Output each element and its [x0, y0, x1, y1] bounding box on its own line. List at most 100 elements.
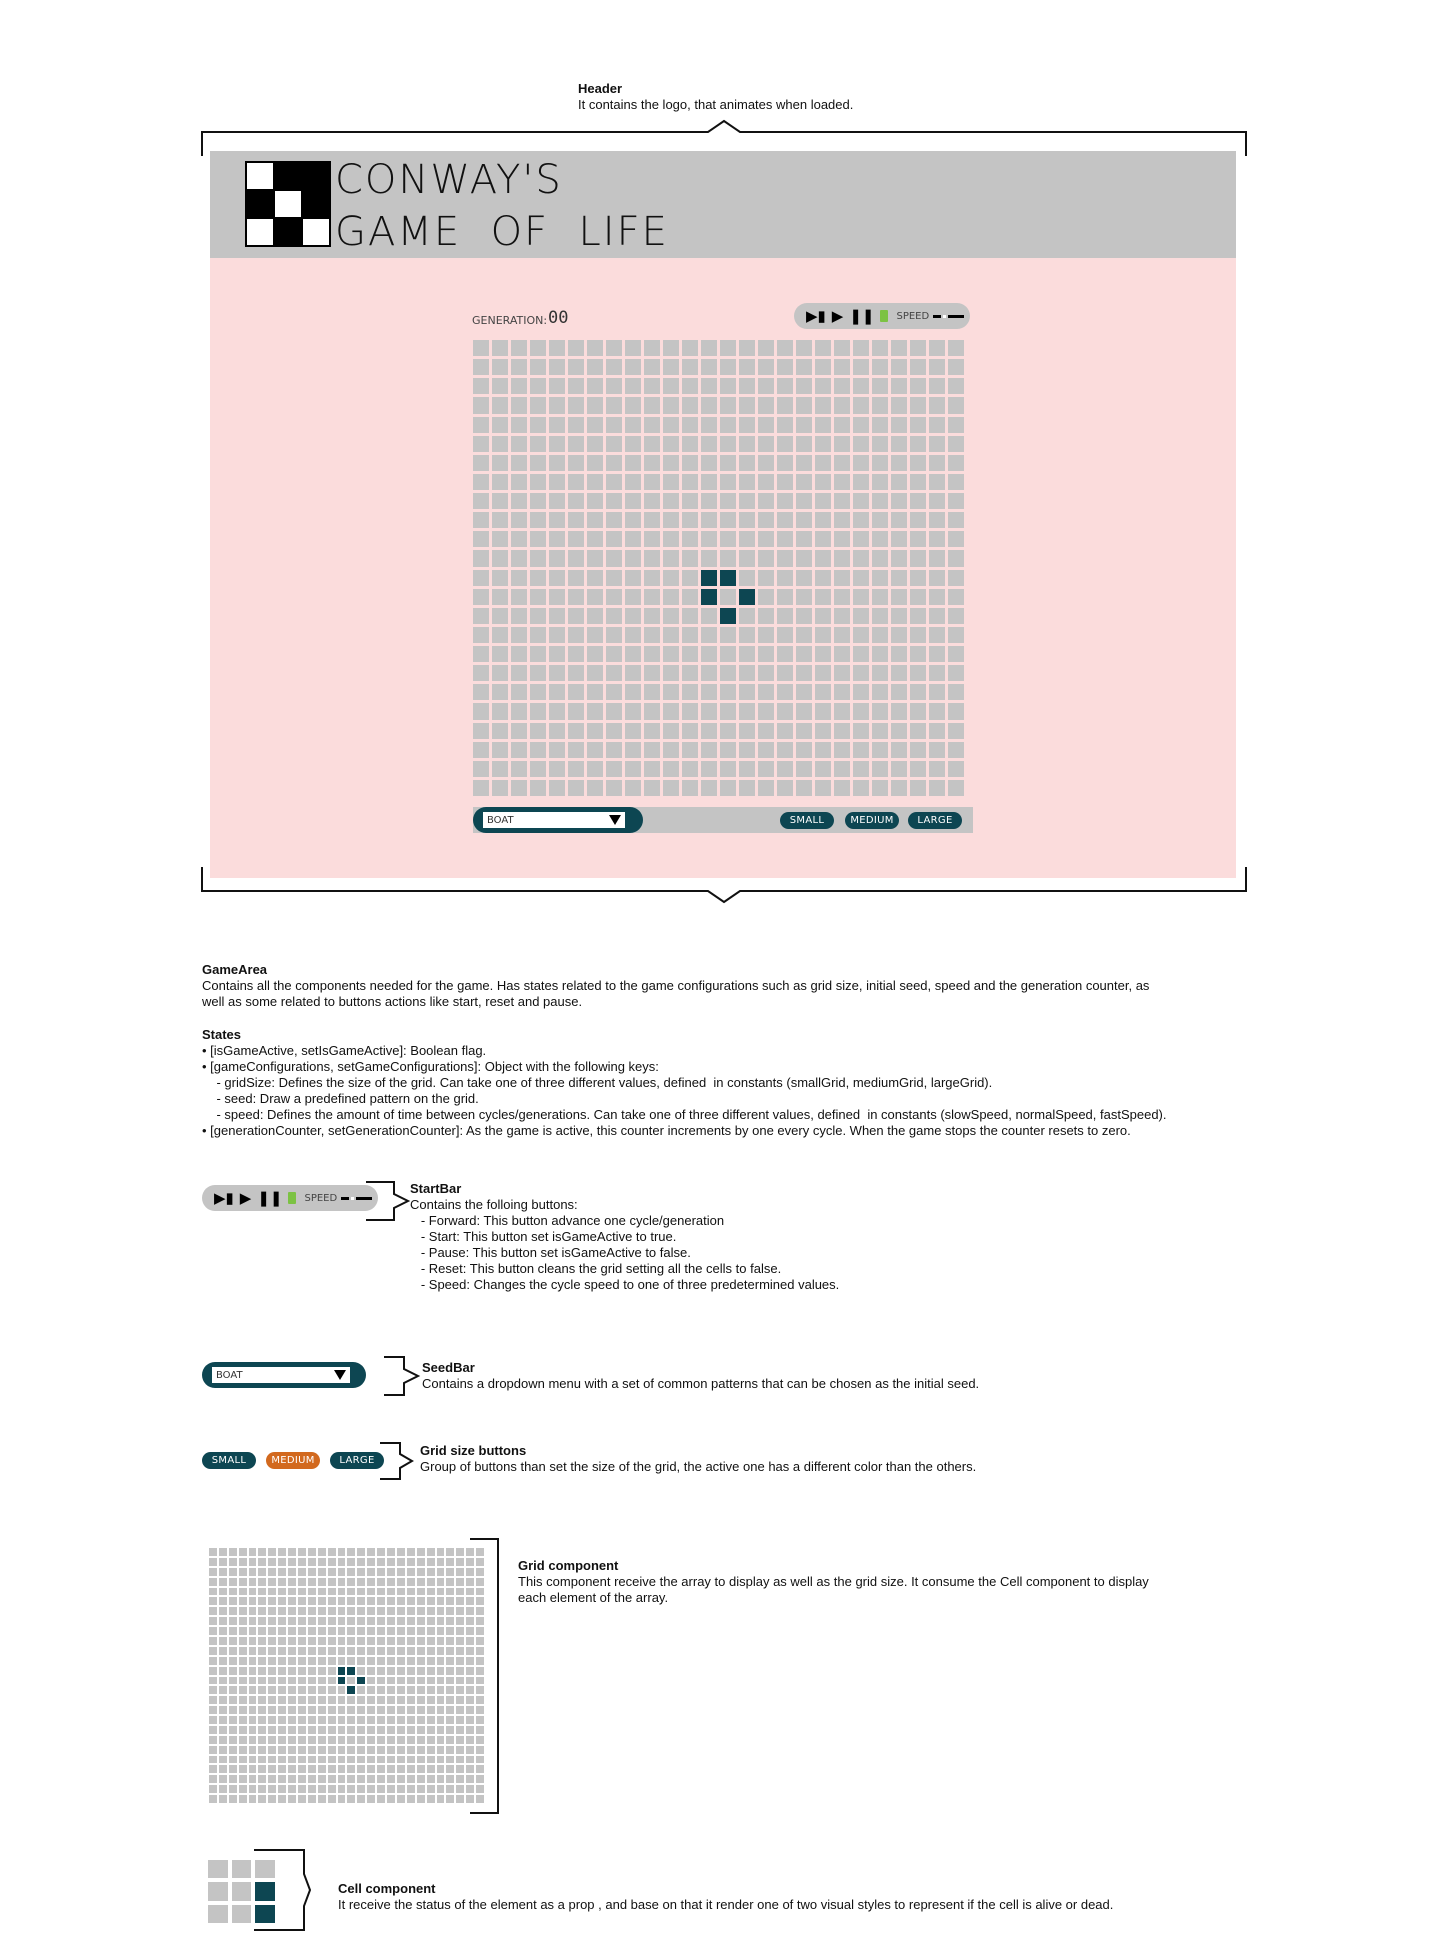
cell-dead[interactable]: [416, 1716, 425, 1724]
cell-dead[interactable]: [228, 1557, 237, 1566]
cell-dead[interactable]: [396, 1745, 405, 1754]
cell-dead[interactable]: [948, 397, 964, 414]
cell-dead[interactable]: [317, 1646, 326, 1655]
cell-dead[interactable]: [853, 359, 869, 376]
cell-dead[interactable]: [891, 703, 907, 720]
cell-dead[interactable]: [663, 473, 679, 490]
cell-dead[interactable]: [701, 684, 717, 701]
cell-dead[interactable]: [436, 1745, 445, 1754]
cell-dead[interactable]: [446, 1627, 455, 1635]
cell-dead[interactable]: [758, 378, 774, 395]
cell-dead[interactable]: [777, 588, 793, 605]
cell-dead[interactable]: [758, 397, 774, 414]
cell-dead[interactable]: [228, 1775, 237, 1784]
cell-dead[interactable]: [853, 626, 869, 643]
cell-dead[interactable]: [473, 397, 489, 414]
cell-dead[interactable]: [511, 512, 527, 529]
cell-dead[interactable]: [587, 550, 603, 567]
cell-dead[interactable]: [568, 684, 584, 701]
cell-dead[interactable]: [739, 626, 755, 643]
cell-dead[interactable]: [238, 1656, 247, 1665]
cell-dead[interactable]: [436, 1696, 445, 1705]
cell-dead[interactable]: [929, 569, 945, 586]
cell-dead[interactable]: [327, 1785, 336, 1794]
cell-dead[interactable]: [466, 1795, 475, 1803]
cell-dead[interactable]: [948, 665, 964, 682]
cell-dead[interactable]: [910, 665, 926, 682]
cell-dead[interactable]: [357, 1597, 366, 1606]
cell-dead[interactable]: [568, 760, 584, 777]
cell-dead[interactable]: [228, 1716, 237, 1724]
cell-dead[interactable]: [910, 435, 926, 452]
cell-dead[interactable]: [473, 703, 489, 720]
cell-dead[interactable]: [396, 1676, 405, 1685]
cell-dead[interactable]: [549, 779, 565, 796]
cell-dead[interactable]: [587, 588, 603, 605]
cell-dead[interactable]: [456, 1745, 465, 1754]
cell-dead[interactable]: [701, 531, 717, 548]
cell-dead[interactable]: [796, 454, 812, 471]
cell-dead[interactable]: [258, 1567, 267, 1576]
cell-dead[interactable]: [682, 531, 698, 548]
cell-dead[interactable]: [387, 1735, 395, 1744]
cell-dead[interactable]: [218, 1617, 227, 1626]
cell-dead[interactable]: [298, 1686, 306, 1695]
cell-dead[interactable]: [872, 722, 888, 739]
trash-icon[interactable]: [288, 1192, 297, 1204]
cell-dead[interactable]: [258, 1636, 267, 1645]
cell-dead[interactable]: [327, 1617, 336, 1626]
speed-fast-mark[interactable]: [948, 314, 965, 318]
cell-dead[interactable]: [228, 1676, 237, 1685]
cell-dead[interactable]: [337, 1725, 346, 1734]
cell-dead[interactable]: [357, 1706, 366, 1715]
cell-dead[interactable]: [248, 1716, 257, 1724]
cell-dead[interactable]: [248, 1627, 257, 1635]
cell-dead[interactable]: [834, 779, 850, 796]
cell-dead[interactable]: [337, 1716, 346, 1724]
cell-dead[interactable]: [853, 607, 869, 624]
cell-dead[interactable]: [625, 646, 641, 663]
cell-dead[interactable]: [682, 703, 698, 720]
cell-dead[interactable]: [625, 665, 641, 682]
cell-dead[interactable]: [473, 473, 489, 490]
cell-dead[interactable]: [387, 1656, 395, 1665]
size-medium-button[interactable]: MEDIUM: [266, 1452, 320, 1469]
cell-dead[interactable]: [492, 340, 508, 357]
cell-dead[interactable]: [396, 1725, 405, 1734]
cell-dead[interactable]: [682, 378, 698, 395]
cell-dead[interactable]: [258, 1725, 267, 1734]
cell-dead[interactable]: [278, 1548, 287, 1556]
cell-dead[interactable]: [278, 1567, 287, 1576]
cell-dead[interactable]: [396, 1755, 405, 1764]
cell-dead[interactable]: [853, 722, 869, 739]
cell-dead[interactable]: [466, 1765, 475, 1774]
cell-dead[interactable]: [278, 1577, 287, 1586]
cell-dead[interactable]: [682, 760, 698, 777]
cell-dead[interactable]: [238, 1775, 247, 1784]
cell-dead[interactable]: [416, 1686, 425, 1695]
cell-dead[interactable]: [511, 435, 527, 452]
cell-dead[interactable]: [530, 607, 546, 624]
cell-dead[interactable]: [758, 779, 774, 796]
cell-dead[interactable]: [834, 512, 850, 529]
cell-dead[interactable]: [307, 1577, 316, 1586]
cell-dead[interactable]: [492, 454, 508, 471]
cell-dead[interactable]: [307, 1716, 316, 1724]
cell-dead[interactable]: [209, 1557, 217, 1566]
cell-dead[interactable]: [663, 493, 679, 510]
cell-dead[interactable]: [327, 1735, 336, 1744]
cell-dead[interactable]: [387, 1696, 395, 1705]
cell-dead[interactable]: [476, 1597, 484, 1606]
cell-dead[interactable]: [327, 1548, 336, 1556]
cell-dead[interactable]: [218, 1636, 227, 1645]
cell-dead[interactable]: [416, 1706, 425, 1715]
cell-dead[interactable]: [406, 1627, 415, 1635]
cell-dead[interactable]: [625, 454, 641, 471]
cell-dead[interactable]: [307, 1636, 316, 1645]
cell-dead[interactable]: [549, 435, 565, 452]
cell-dead[interactable]: [268, 1587, 277, 1596]
cell-dead[interactable]: [891, 569, 907, 586]
cell-dead[interactable]: [456, 1706, 465, 1715]
cell-dead[interactable]: [476, 1795, 484, 1803]
cell-dead[interactable]: [720, 646, 736, 663]
